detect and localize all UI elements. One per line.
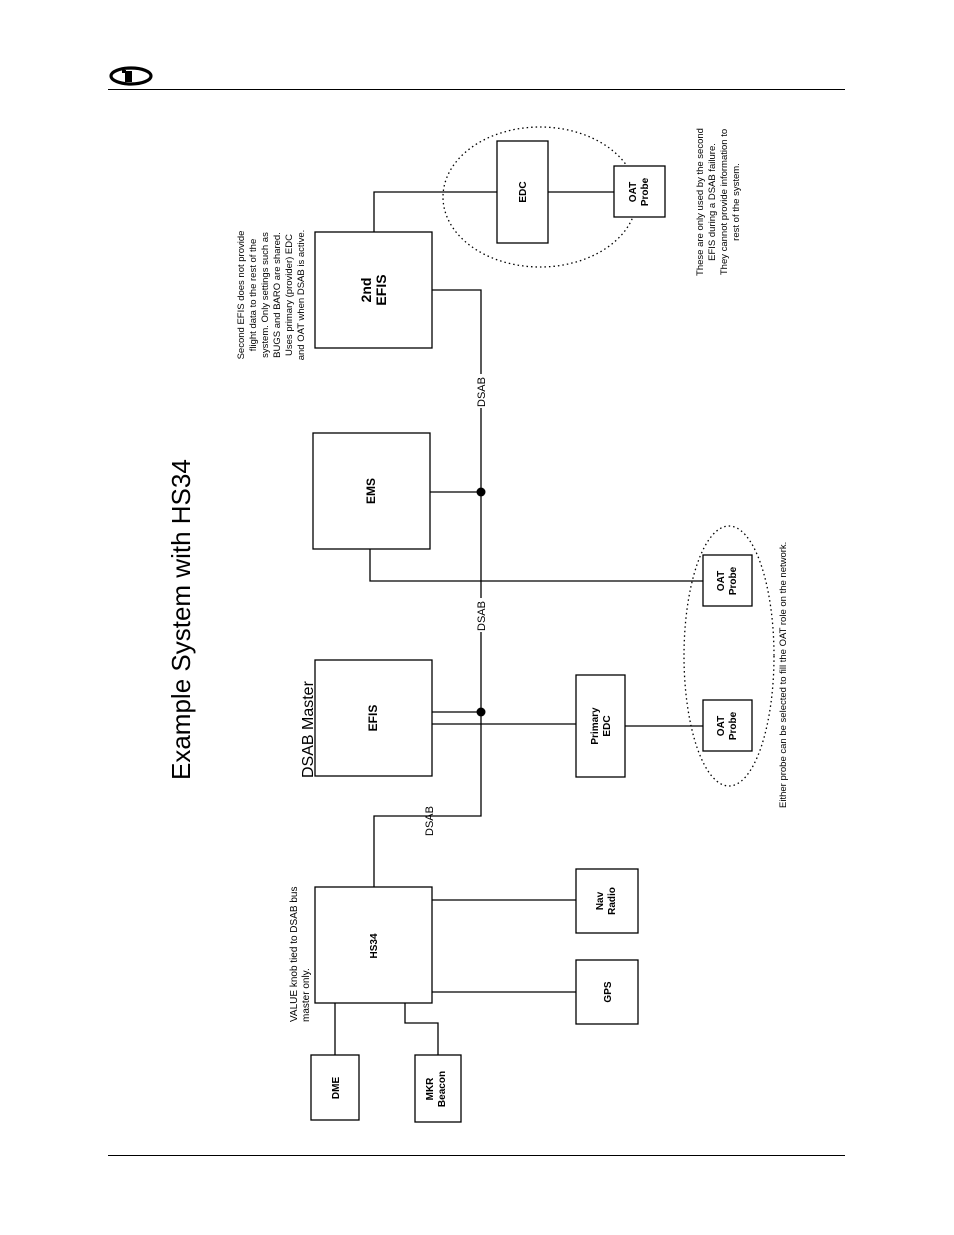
dsab-label-right: DSAB <box>476 377 488 407</box>
hs34-note: VALUE knob tied to DSAB bus master only. <box>289 887 312 1022</box>
hs34-mkr-link <box>404 1003 439 1055</box>
diagram-title: Example System with HS34 <box>166 459 196 780</box>
wires <box>334 191 703 1055</box>
ems-oat-link <box>369 549 703 582</box>
nav-radio-label-line1: Nav <box>595 891 606 910</box>
edc-note-line2: EFIS during a DSAB failure. <box>707 143 718 261</box>
efis2-note-line5: Uses primary (provider) EDC <box>284 234 295 356</box>
efis2-box: 2nd EFIS <box>314 231 433 349</box>
efis2-note-line6: and OAT when DSAB is active. <box>296 230 307 361</box>
mkr-label-line2: Beacon <box>437 1071 448 1107</box>
bus-junction-ems <box>476 487 486 497</box>
company-logo-icon <box>109 66 153 86</box>
gps-box: GPS <box>575 959 639 1025</box>
oat-low-label-line2: Probe <box>728 711 739 740</box>
efis2-note-line3: system. Only settings such as <box>260 232 271 358</box>
efis2-note: Second EFIS does not provide flight data… <box>236 230 307 361</box>
edc-note-line4: rest of the system. <box>731 163 742 241</box>
bus-junction-efis <box>476 707 486 717</box>
hs34-label: HS34 <box>369 933 380 958</box>
dme-box: DME <box>310 1054 360 1121</box>
edc-note-line1: These are only used by the second <box>695 128 706 276</box>
efis2-label-line1: 2nd <box>358 278 374 303</box>
mkr-label-line1: MKR <box>425 1077 436 1101</box>
dsab-mid-label-bg <box>474 598 488 632</box>
edc-note: These are only used by the second EFIS d… <box>695 128 742 276</box>
efis2-note-line1: Second EFIS does not provide <box>236 231 247 360</box>
edc-label: EDC <box>518 181 529 202</box>
primary-edc-label-line2: EDC <box>602 715 613 736</box>
efis2-edc-link <box>373 191 497 232</box>
efis-box: EFIS <box>314 659 433 777</box>
dsab-label-mid: DSAB <box>476 601 488 631</box>
efis2-note-line2: flight data to the rest of the <box>248 239 259 352</box>
probe-note: Either probe can be selected to fill the… <box>778 542 789 808</box>
nav-radio-label-line2: Radio <box>607 887 618 915</box>
oat-probe-top-box: OAT Probe <box>613 165 666 218</box>
hs34-box: HS34 <box>314 886 433 1004</box>
ems-box: EMS <box>312 432 431 550</box>
hs34-note-line2: master only. <box>301 968 312 1022</box>
efis2-note-line4: BUGS and BARO are shared. <box>272 232 283 358</box>
efis-label: EFIS <box>366 705 380 732</box>
oat-probe-low-box: OAT Probe <box>702 699 753 752</box>
oat-mid-label-line1: OAT <box>716 571 727 591</box>
footer-rule <box>108 1155 845 1156</box>
oat-low-label-line1: OAT <box>716 716 727 736</box>
oat-top-label-line2: Probe <box>640 177 651 206</box>
ems-label: EMS <box>364 478 378 504</box>
header-rule <box>108 89 845 90</box>
gps-label: GPS <box>603 981 614 1002</box>
oat-probes-oval <box>683 525 775 787</box>
oat-mid-label-line2: Probe <box>728 566 739 595</box>
primary-edc-label-line1: Primary <box>590 707 601 745</box>
mkr-beacon-box: MKR Beacon <box>414 1054 462 1123</box>
dsab-right-label-bg <box>474 374 488 408</box>
dsab-label-left: DSAB <box>424 806 436 836</box>
oat-probe-mid-box: OAT Probe <box>702 554 753 607</box>
oat-top-label-line1: OAT <box>628 182 639 202</box>
dme-label: DME <box>331 1077 342 1100</box>
efis2-label-line2: EFIS <box>373 274 389 305</box>
nav-radio-box: Nav Radio <box>575 868 639 934</box>
dsab-master-label: DSAB Master <box>300 680 317 778</box>
primary-edc-box: Primary EDC <box>575 674 626 778</box>
dsab-bus-line <box>373 289 482 887</box>
edc-note-line3: They cannot provide information to <box>719 129 730 275</box>
hs34-note-line1: VALUE knob tied to DSAB bus <box>289 887 300 1022</box>
edc-box: EDC <box>496 140 549 244</box>
